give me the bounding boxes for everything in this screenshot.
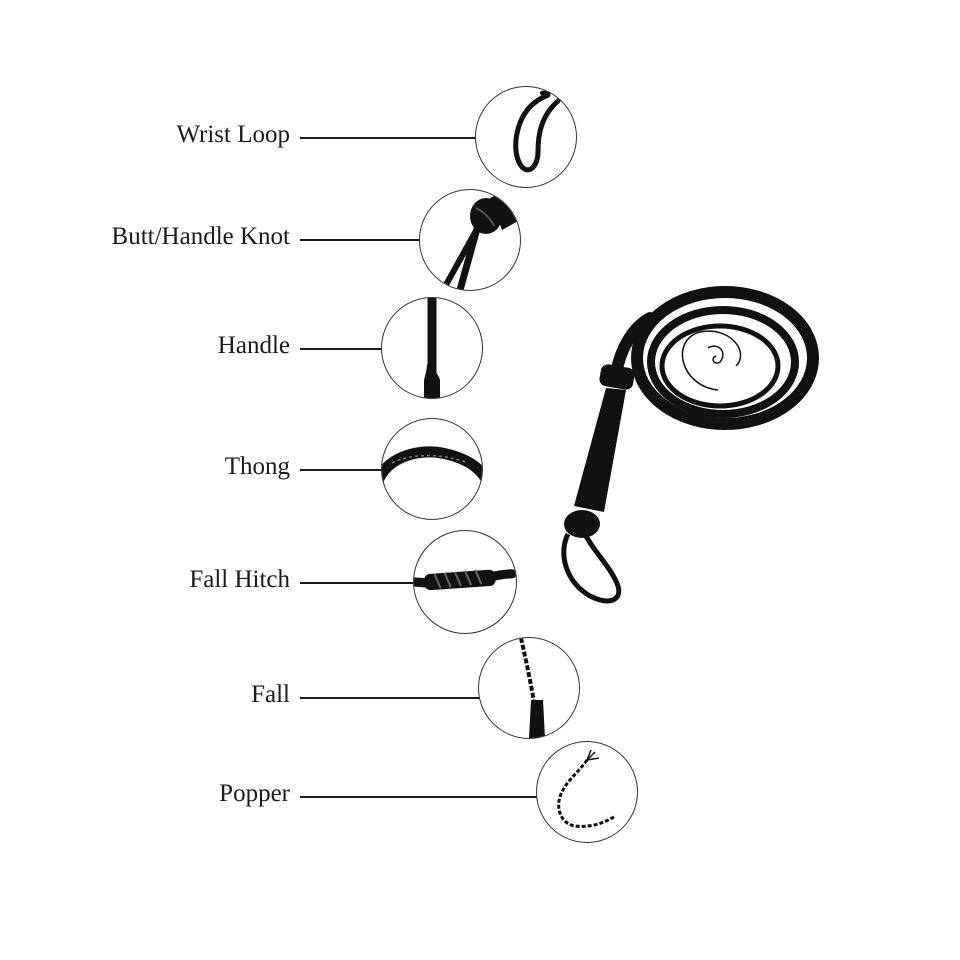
label-butt-handle-knot: Butt/Handle Knot bbox=[0, 222, 290, 252]
wrist-loop-detail-icon bbox=[475, 86, 577, 188]
leader-line-wrist-loop bbox=[300, 137, 476, 139]
leader-line-popper bbox=[300, 796, 538, 798]
label-wrist-loop: Wrist Loop bbox=[0, 120, 290, 150]
label-handle: Handle bbox=[0, 331, 290, 361]
leader-line-handle bbox=[300, 348, 382, 350]
label-popper: Popper bbox=[0, 779, 290, 809]
leader-line-thong bbox=[300, 469, 382, 471]
fall-hitch-detail-icon bbox=[413, 530, 517, 634]
handle-detail-icon bbox=[381, 297, 483, 399]
thong-detail-icon bbox=[381, 418, 483, 520]
leader-line-butt-handle-knot bbox=[300, 239, 420, 241]
label-fall: Fall bbox=[0, 680, 290, 710]
label-thong: Thong bbox=[0, 452, 290, 482]
butt-knot-detail-icon bbox=[419, 189, 521, 291]
leader-line-fall-hitch bbox=[300, 582, 416, 584]
fall-detail-icon bbox=[478, 637, 580, 739]
label-fall-hitch: Fall Hitch bbox=[0, 565, 290, 595]
leader-line-fall bbox=[300, 697, 480, 699]
popper-detail-icon bbox=[536, 741, 638, 843]
bullwhip-illustration bbox=[540, 270, 820, 620]
